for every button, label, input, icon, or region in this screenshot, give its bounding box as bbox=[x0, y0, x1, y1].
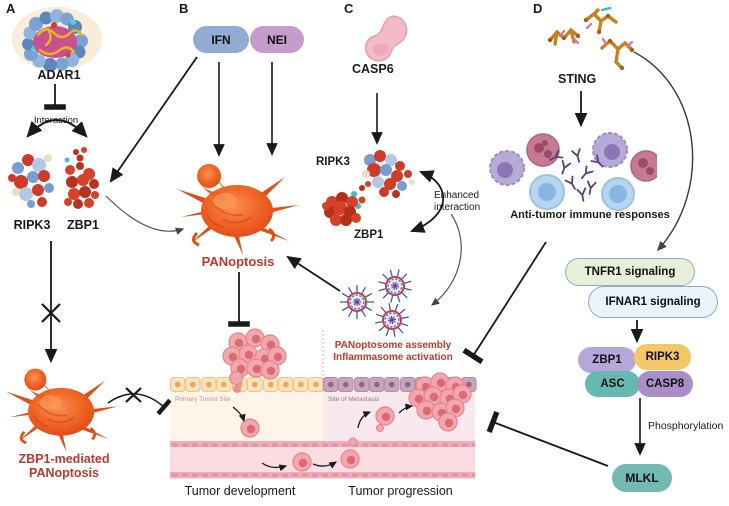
sting-label: STING bbox=[558, 72, 597, 86]
casp8-complex-pill: CASP8 bbox=[637, 371, 693, 397]
casp6-blob-icon bbox=[364, 15, 408, 62]
ripk3-c-label: RIPK3 bbox=[316, 156, 350, 168]
panoptosis-cell-icon bbox=[175, 162, 301, 257]
tumor-progression-label: Tumor progression bbox=[348, 484, 453, 498]
ifn-pill: IFN bbox=[193, 26, 249, 53]
tnfr1-signaling-pill: TNFR1 signaling bbox=[565, 258, 695, 286]
zbp1-mediated-panoptosis-cell-icon bbox=[4, 367, 120, 454]
panel-b-letter: B bbox=[179, 1, 189, 16]
phosphorylation-label: Phosphorylation bbox=[648, 420, 724, 432]
nei-pill: NEI bbox=[250, 26, 304, 53]
panel-a-letter: A bbox=[6, 1, 16, 16]
ripk3-complex-pill: RIPK3 bbox=[634, 344, 691, 370]
immune-inhibition-arrow bbox=[462, 241, 547, 365]
asc-complex-pill: ASC bbox=[585, 371, 640, 397]
tumor-development-label: Tumor development bbox=[184, 484, 296, 498]
ripk3-a-label: RIPK3 bbox=[13, 218, 51, 232]
ripk3-zbp1-enhanced-structure-icon bbox=[322, 150, 415, 226]
primary-tumor-mass bbox=[222, 328, 287, 393]
panoptosis-label: PANoptosis bbox=[201, 254, 275, 269]
immune-cells-icon bbox=[489, 132, 657, 211]
migrating-tumor-cells bbox=[240, 406, 395, 472]
ifnar1-signaling-pill: IFNAR1 signaling bbox=[588, 286, 718, 318]
tumor-tissue-diagram bbox=[170, 328, 477, 479]
sting-structure-icon bbox=[547, 6, 635, 71]
mlkl-inhibition-arrow bbox=[486, 410, 609, 467]
interaction-label: Interaction bbox=[33, 115, 79, 126]
zbp1-complex-pill: ZBP1 bbox=[578, 347, 636, 373]
panel-c-letter: C bbox=[344, 1, 354, 16]
panel-d-letter: D bbox=[533, 1, 543, 16]
adar1-structure-icon bbox=[12, 7, 102, 71]
zbp1-c-label: ZBP1 bbox=[354, 229, 384, 241]
site-of-metastasis-label: Site of Metastasis bbox=[328, 396, 380, 403]
zbp1-a-label: ZBP1 bbox=[67, 218, 99, 232]
casp6-label: CASP6 bbox=[352, 62, 394, 76]
anti-tumor-immune-label: Anti-tumor immune responses bbox=[510, 209, 670, 221]
panoptosome-icon bbox=[339, 264, 417, 341]
primary-tumor-site-label: Primary Tumor Site bbox=[175, 396, 231, 403]
mlkl-pill: MLKL bbox=[612, 464, 672, 492]
adar1-label: ADAR1 bbox=[37, 68, 81, 82]
migration-arrows bbox=[232, 403, 414, 472]
ripk3-zbp1-structure-icon bbox=[8, 147, 99, 209]
epithelium-primary bbox=[170, 377, 324, 392]
